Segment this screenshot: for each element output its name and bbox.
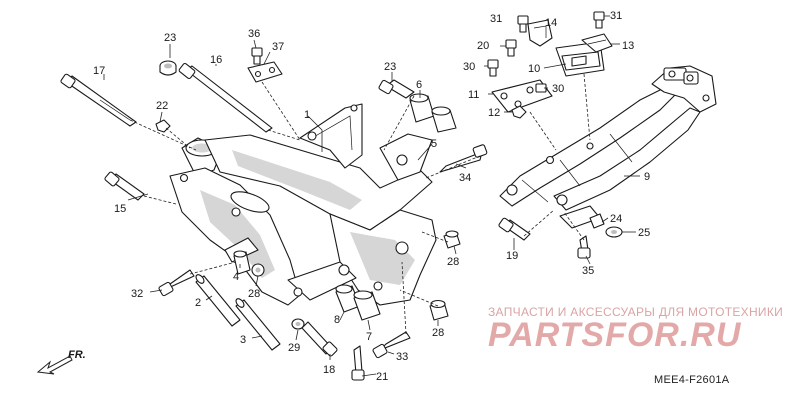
callout-19: 19	[506, 250, 518, 262]
nut-12	[511, 105, 527, 119]
washer-29	[291, 318, 305, 330]
callout-20: 20	[477, 40, 489, 52]
bolt-34	[439, 144, 488, 173]
callout-34: 34	[459, 172, 471, 184]
callout-33: 33	[396, 351, 408, 363]
bolt-20	[505, 39, 517, 57]
callout-6: 6	[416, 79, 422, 91]
callout-24: 23	[164, 32, 176, 44]
washer-28-upper	[443, 230, 461, 249]
bolt-16	[178, 63, 273, 133]
bolt-31-right	[593, 11, 605, 29]
bolt-19	[498, 217, 531, 241]
callout-22: 22	[156, 100, 168, 112]
rubber-mount	[581, 33, 613, 53]
callout-25: 24	[610, 213, 622, 225]
callout-11: 11	[468, 89, 479, 101]
bolt-15	[104, 171, 145, 201]
watermark-brand: PARTSFOR.RU	[488, 316, 742, 354]
nut-25	[589, 213, 605, 229]
callout-18: 18	[323, 364, 335, 376]
callout-12: 12	[488, 107, 500, 119]
callout-15: 15	[114, 203, 126, 215]
bolt-18	[301, 321, 338, 357]
callout-labels: 17 16 23 22 15 36 37 1 23 6 5 34 28 4 28…	[93, 10, 650, 383]
washer-28-left	[251, 263, 265, 277]
callout-10: 10	[528, 63, 540, 75]
bolt-35	[577, 235, 591, 259]
callout-29: 29	[288, 342, 300, 354]
bolt-36	[251, 47, 263, 65]
main-frame	[169, 103, 437, 306]
callout-37: 37	[272, 41, 284, 53]
collar-4	[233, 250, 251, 275]
collar-24	[159, 60, 177, 76]
bracket-37	[247, 61, 283, 83]
nut-22	[155, 119, 171, 133]
callout-5: 5	[431, 138, 437, 150]
bolt-30-upper	[487, 59, 499, 77]
callout-28-lower: 28	[432, 327, 444, 339]
bolt-21	[351, 345, 365, 381]
pipe-2	[195, 274, 241, 327]
diagram-code: MEE4-F2601A	[654, 374, 730, 386]
rear-subframe	[499, 65, 717, 229]
callout-23: 23	[384, 61, 396, 73]
front-direction-marker: FR.	[36, 349, 86, 375]
tank-bracket	[555, 41, 605, 77]
washer-28-lower	[429, 299, 449, 321]
bolt-17	[60, 73, 137, 127]
callout-14: 14	[545, 17, 557, 29]
callout-28-upper: 28	[447, 256, 459, 268]
callout-3: 3	[240, 334, 246, 346]
callout-30-lower: 30	[552, 83, 564, 95]
callout-2: 2	[195, 297, 201, 309]
callout-8: 8	[334, 314, 340, 326]
bolt-32	[158, 269, 195, 297]
callout-31-left: 31	[490, 13, 502, 25]
front-direction-label: FR.	[68, 349, 86, 361]
clip	[527, 19, 553, 47]
collar-6	[409, 93, 457, 133]
callout-7: 7	[366, 331, 372, 343]
callout-27: 25	[638, 227, 650, 239]
spacer-7	[353, 290, 381, 321]
callout-21: 21	[376, 371, 388, 383]
callout-32: 32	[131, 288, 143, 300]
callout-1: 1	[304, 109, 310, 121]
callout-30-upper: 30	[463, 61, 475, 73]
callout-36: 36	[248, 28, 260, 40]
bolt-31-left	[517, 15, 529, 33]
callout-35: 35	[582, 265, 594, 277]
pipe-3	[235, 298, 281, 351]
bolt-33	[372, 331, 411, 359]
callout-4: 4	[233, 271, 239, 283]
leader-lines	[103, 15, 640, 377]
callout-13: 13	[622, 40, 634, 52]
bolt-23	[378, 79, 415, 99]
callout-31-right: 31	[610, 10, 622, 22]
callout-28-left: 28	[248, 288, 260, 300]
callout-9: 9	[644, 171, 650, 183]
washer-27	[605, 226, 623, 238]
watermark-tagline: ЗАПЧАСТИ И АКСЕССУАРЫ ДЛЯ МОТОТЕХНИКИ	[488, 305, 784, 319]
callout-16: 16	[210, 54, 222, 66]
callout-17: 17	[93, 65, 105, 77]
